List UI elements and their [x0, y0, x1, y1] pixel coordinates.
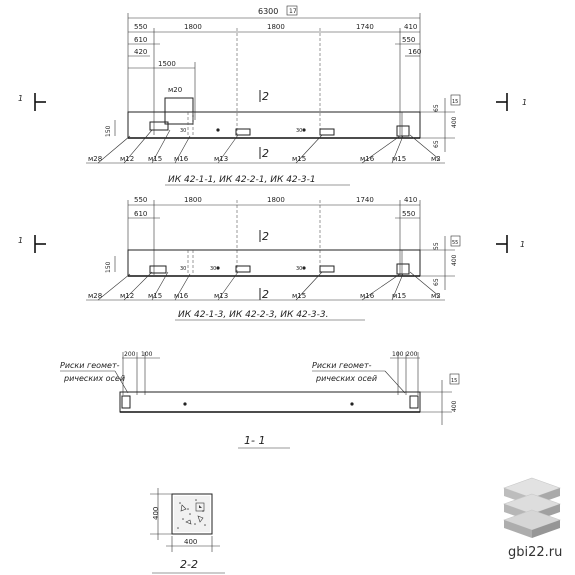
elev1-label-m16b: м16	[360, 155, 375, 163]
sec22-side-dim: 400	[152, 507, 160, 520]
elev2-right-55: 55	[433, 242, 440, 250]
sec11-dim-200b: 200	[406, 351, 418, 358]
elev1-dim-1800b: 1800	[267, 23, 285, 31]
elev1-label-m15b: м15	[292, 155, 306, 163]
elev1-label-m2: м2	[431, 155, 441, 163]
section-2-2: 400 400 2-2	[150, 488, 225, 574]
elev2-dim-410: 410	[404, 196, 417, 204]
elev1-caption: ИК 42-1-1, ИК 42-2-1, ИК 42-3-1	[168, 175, 316, 185]
elev2-label-m12: м12	[120, 292, 134, 300]
elev2-label-m13: м13	[214, 292, 228, 300]
elev1-label-m16a: м16	[174, 155, 189, 163]
sec22-bottom-dim: 400	[184, 538, 197, 546]
elev1-dim-420: 420	[134, 48, 147, 56]
elev1-mark-m20: м20	[168, 86, 182, 94]
cut-mark-left-2: 1	[18, 236, 23, 245]
sec11-right-note-2: рических осей	[315, 374, 377, 383]
elev1-right-tag: 15	[452, 99, 458, 105]
stacked-slabs-logo-icon	[503, 477, 561, 538]
elev1-dim-410: 410	[404, 23, 417, 31]
elev2-left-150: 150	[105, 261, 112, 273]
elev2-center-mark: 2	[262, 230, 269, 243]
sec11-dim-100b: 100	[392, 351, 404, 358]
elev2-dim-610: 610	[134, 210, 147, 218]
elev2-dim-550: 550	[134, 196, 147, 204]
elev2-right-65: 65	[433, 278, 440, 286]
elev1-dim-610: 610	[134, 36, 147, 44]
elev2-right-tag: 55	[452, 240, 458, 246]
elev2-num30b: 30	[210, 266, 216, 272]
cut-mark-right-2: 1	[520, 240, 525, 249]
elev1-lower-mark: 2	[262, 147, 269, 160]
sec11-dim-100a: 100	[141, 351, 153, 358]
elev2-dim-550-right: 550	[402, 210, 415, 218]
sec11-left-note-2: рических осей	[63, 374, 125, 383]
elev1-dim-1800a: 1800	[184, 23, 202, 31]
elev1-label-m15c: м15	[392, 155, 406, 163]
elev2-dim-1800b: 1800	[267, 196, 285, 204]
elev1-dim-1500: 1500	[158, 60, 176, 68]
sec11-right-400: 400	[451, 400, 458, 412]
sec11-dim-200a: 200	[124, 351, 136, 358]
elev2-caption: ИК 42-1-3, ИК 42-2-3, ИК 42-3-3.	[178, 310, 328, 320]
elev1-num30b: 30	[180, 128, 186, 134]
watermark-text: gbi22.ru	[508, 545, 562, 560]
elev1-left-150: 150	[105, 125, 112, 137]
elevation-1: 6300 17 550 1800 1800 1740 410 610 420 1…	[86, 5, 461, 186]
elev1-right-400: 400	[451, 116, 458, 128]
elev2-label-m15a: м15	[148, 292, 162, 300]
elev2-label-m16b: м16	[360, 292, 375, 300]
elev1-right-65a: 65	[433, 104, 440, 112]
elev1-dim-1740: 1740	[356, 23, 374, 31]
sec11-right-tag: 15	[451, 378, 457, 384]
watermark: gbi22.ru	[503, 477, 562, 560]
elev1-center-mark: 2	[262, 90, 269, 103]
elev1-dim-550: 550	[134, 23, 147, 31]
section-1-1: 200 100 100 200 Риски геомет- рических о…	[60, 351, 460, 449]
cut-markers-1: 1 1 1 1	[18, 93, 527, 253]
sec11-right-note-1: Риски геомет-	[312, 361, 372, 370]
elev1-overall-tag: 17	[289, 8, 297, 15]
elev2-num30: 30	[180, 266, 186, 272]
sec22-caption: 2-2	[180, 558, 198, 571]
elev2-label-m15c: м15	[392, 292, 406, 300]
elevation-2: 550 1800 1800 1740 410 610 550 2 2 30 30…	[86, 196, 461, 321]
elev1-dim-160: 160	[408, 48, 421, 56]
elev2-label-m28: м28	[88, 292, 102, 300]
elev1-label-m28: м28	[88, 155, 102, 163]
elev1-right-65b: 65	[433, 140, 440, 148]
elev2-dim-1740: 1740	[356, 196, 374, 204]
elev1-dim-550-right: 550	[402, 36, 415, 44]
elev2-num30c: 30	[296, 266, 302, 272]
cut-mark-left-1: 1	[18, 94, 23, 103]
sec11-caption: 1- 1	[244, 434, 265, 447]
elev1-label-m13: м13	[214, 155, 228, 163]
elev1-num30a: 30	[296, 128, 302, 134]
elev1-label-m12: м12	[120, 155, 134, 163]
elev2-dim-1800a: 1800	[184, 196, 202, 204]
sec11-left-note-1: Риски геомет-	[60, 361, 120, 370]
elev2-lower-mark: 2	[262, 288, 269, 301]
elev1-label-m15a: м15	[148, 155, 162, 163]
elev2-right-400: 400	[451, 254, 458, 266]
elev1-overall-dim: 6300	[258, 7, 278, 16]
elev2-label-m2: м2	[431, 292, 441, 300]
elev2-label-m16a: м16	[174, 292, 189, 300]
elev2-label-m15b: м15	[292, 292, 306, 300]
cut-mark-right-1: 1	[522, 98, 527, 107]
